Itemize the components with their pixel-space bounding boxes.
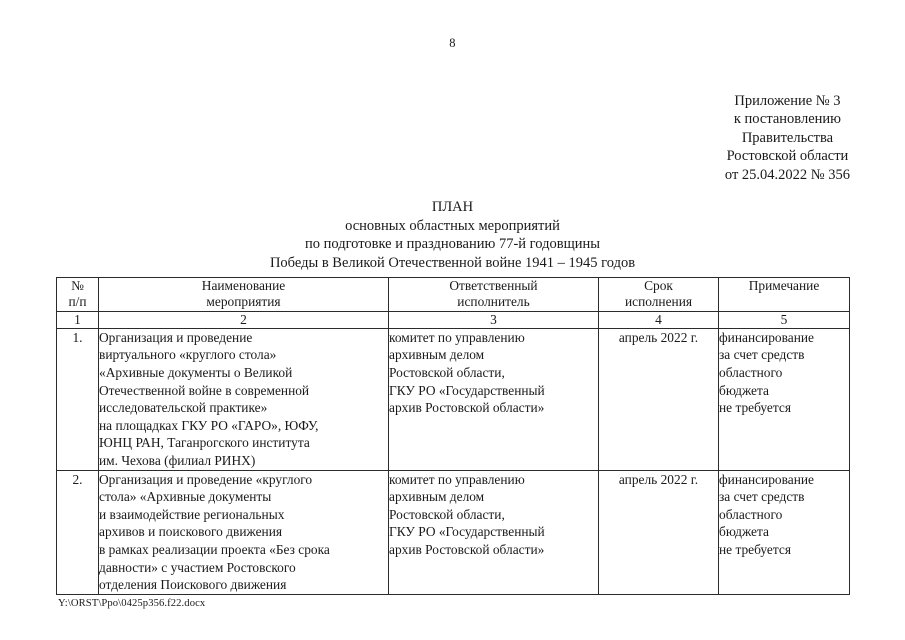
row-executor-line: архив Ростовской области»	[389, 400, 545, 416]
row-executor-line: ГКУ РО «Государственный	[389, 524, 545, 540]
plan-table: № п/п Наименование мероприятия Ответстве…	[56, 277, 850, 595]
table-row: 1. Организация и проведение виртуального…	[56, 327, 850, 471]
column-number-1: 1	[56, 310, 99, 329]
column-number-2: 2	[98, 310, 389, 329]
title-line-2: основных областных мероприятий	[345, 217, 560, 234]
row-executor: комитет по управлению архивным делом Рос…	[388, 327, 599, 471]
row-event-line: давности» с участием Ростовского	[99, 559, 296, 575]
row-event-line: и взаимодействие региональных	[99, 506, 285, 522]
row-event-line: Отечественной войне в современной	[99, 382, 310, 398]
column-header-event-line-2: мероприятия	[206, 294, 281, 310]
row-executor-line: архивным делом	[389, 347, 485, 363]
row-note-line: финансирование	[719, 329, 814, 345]
approval-line-4: Ростовской области	[726, 148, 849, 165]
title-line-4: Победы в Великой Отечественной войне 194…	[269, 254, 636, 271]
row-note-line: не требуется	[719, 541, 791, 557]
row-note-line: бюджета	[719, 524, 769, 540]
approval-line-3: Правительства	[741, 129, 834, 146]
row-deadline-line: апрель 2022 г.	[618, 471, 699, 487]
row-note-line: финансирование	[719, 471, 814, 487]
title-line-3: по подготовке и празднованию 77-й годовщ…	[304, 236, 601, 253]
row-executor-line: архив Ростовской области»	[389, 541, 545, 557]
row-event-line: стола» «Архивные документы	[99, 489, 272, 505]
row-executor-line: Ростовской области,	[389, 365, 505, 380]
row-deadline: апрель 2022 г.	[598, 469, 719, 595]
approval-line-2: к постановлению	[733, 111, 841, 128]
row-event-line: ЮНЦ РАН, Таганрогского института	[99, 435, 310, 451]
row-note-line: не требуется	[719, 400, 791, 416]
row-event-line: в рамках реализации проекта «Без срока	[99, 541, 330, 557]
row-deadline-line: апрель 2022 г.	[618, 329, 699, 345]
column-number-5: 5	[718, 310, 850, 329]
column-number-4: 4	[598, 310, 719, 329]
row-deadline: апрель 2022 г.	[598, 327, 719, 471]
table-column-number-row: 1 2 3 4 5	[56, 310, 850, 329]
row-event-line: виртуального «круглого стола»	[99, 347, 277, 363]
row-event: Организация и проведение «круглого стола…	[98, 469, 389, 595]
column-header-number-line-1: №	[71, 278, 84, 293]
table-row: 2. Организация и проведение «круглого ст…	[56, 469, 850, 595]
row-note-line: областного	[719, 365, 783, 380]
row-index: 1.	[56, 327, 99, 471]
row-event-line: Организация и проведение «круглого	[99, 471, 313, 487]
column-header-event: Наименование мероприятия	[98, 277, 389, 312]
row-executor-line: Ростовской области,	[389, 506, 505, 522]
column-header-executor-line-2: исполнитель	[457, 294, 530, 310]
row-event-line: на площадках ГКУ РО «ГАРО», ЮФУ,	[99, 417, 319, 433]
row-event-line: отделения Поискового движения	[99, 577, 287, 593]
row-event-line: архивов и поискового движения	[99, 524, 283, 540]
column-header-executor-line-1: Ответственный	[449, 278, 538, 293]
column-header-event-line-1: Наименование	[201, 278, 286, 293]
title-line-1: ПЛАН	[431, 199, 474, 215]
row-executor-line: комитет по управлению	[389, 471, 525, 487]
document-title: ПЛАН основных областных мероприятий по п…	[0, 198, 905, 272]
footer-file-path: Y:\ORST\Ppo\0425p356.f22.docx	[58, 598, 206, 609]
column-number-3: 3	[388, 310, 599, 329]
row-executor-line: комитет по управлению	[389, 329, 525, 345]
row-note-line: бюджета	[719, 382, 769, 398]
column-header-note-line-1: Примечание	[748, 278, 820, 293]
approval-block: Приложение № 3 к постановлению Правитель…	[725, 92, 850, 184]
row-executor-line: архивным делом	[389, 489, 485, 505]
row-executor-line: ГКУ РО «Государственный	[389, 382, 545, 398]
row-event-line: «Архивные документы о Великой	[99, 365, 293, 380]
column-header-executor: Ответственный исполнитель	[388, 277, 599, 312]
row-note-line: за счет средств	[719, 347, 805, 363]
row-event-line: исследовательской практике»	[99, 400, 268, 416]
approval-line-1: Приложение № 3	[734, 93, 841, 109]
row-note-line: областного	[719, 506, 783, 522]
row-note-line: за счет средств	[719, 489, 805, 505]
row-executor: комитет по управлению архивным делом Рос…	[388, 469, 599, 595]
row-note: финансирование за счет средств областног…	[718, 327, 850, 471]
row-event-line: им. Чехова (филиал РИНХ)	[99, 452, 256, 468]
column-header-number-line-2: п/п	[68, 294, 87, 310]
row-note: финансирование за счет средств областног…	[718, 469, 850, 595]
column-header-number: № п/п	[56, 277, 99, 312]
row-event-line: Организация и проведение	[99, 329, 253, 345]
approval-line-5: от 25.04.2022 № 356	[724, 166, 850, 183]
row-index: 2.	[56, 469, 99, 595]
column-header-deadline-line-2: исполнения	[624, 294, 693, 310]
table-header-row: № п/п Наименование мероприятия Ответстве…	[56, 277, 850, 312]
column-header-deadline: Срок исполнения	[598, 277, 719, 312]
page-number: 8	[449, 36, 456, 50]
column-header-note: Примечание	[718, 277, 850, 312]
column-header-deadline-line-1: Срок	[644, 278, 673, 293]
row-event: Организация и проведение виртуального «к…	[98, 327, 389, 471]
